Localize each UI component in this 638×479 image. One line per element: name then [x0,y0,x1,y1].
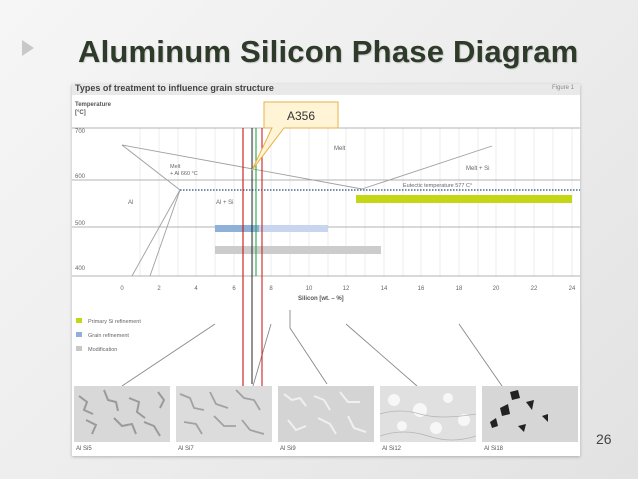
y-axis-title: Temperature [75,102,112,108]
eutectic-label: Eutectic temperature 577 C° [403,183,472,189]
region-melt: Melt [334,146,346,152]
legend-swatch-modification [76,346,82,351]
y-axis-unit: [°C] [75,110,86,116]
grain-refinement-bar-light [259,225,328,232]
micrograph-al-si18 [482,386,578,442]
legend-label-primary-si: Primary Si refinement [88,319,141,325]
micrograph-al-si7-texture [176,386,272,442]
x-tick-24: 24 [569,286,576,292]
slide-decoration-arrow [22,40,34,56]
figure-title: Types of treatment to influence grain st… [75,84,274,93]
region-melt-si: Melt + Si [466,166,490,172]
legend-swatch-primary-si [76,318,82,323]
legend-label-modification: Modification [88,347,117,353]
x-tick-16: 16 [418,286,425,292]
x-tick-20: 20 [493,286,500,292]
primary-si-refinement-bar [356,195,572,203]
micrograph-label-al-si12: Al Si12 [382,446,402,452]
y-tick-600: 600 [75,174,86,180]
y-tick-700: 700 [75,129,86,135]
micrograph-al-si7 [176,386,272,442]
x-tick-6: 6 [232,286,236,292]
a356-callout-label: A356 [287,109,315,123]
micrograph-label-al-si7: Al Si7 [178,446,194,452]
figure-header: Types of treatment to influence grain st… [72,84,580,95]
y-tick-500: 500 [75,221,86,227]
micrograph-al-si12-texture [380,386,476,442]
micrograph-connectors [121,310,503,387]
micrograph-al-si18-texture [482,386,578,442]
y-tick-400: 400 [75,266,86,272]
region-al-si: Al + Si [216,200,234,206]
region-melt-al: Melt [170,164,181,170]
x-tick-2: 2 [157,286,161,292]
micrograph-al-si5-texture [74,386,170,442]
legend-label-grain-refinement: Grain refinement [88,333,129,339]
a356-callout-shape [251,101,339,171]
modification-bar [215,246,381,254]
micrograph-al-si5 [74,386,170,442]
x-ticks: 0 2 4 6 8 10 12 14 16 18 20 22 24 [120,286,576,292]
phase-diagram-svg: Temperature [°C] 700 600 500 4 [72,101,580,387]
phase-diagram-figure: Types of treatment to influence grain st… [72,84,580,456]
slide-title: Aluminum Silicon Phase Diagram [78,34,579,69]
micrograph-al-si12 [380,386,476,442]
x-tick-8: 8 [269,286,273,292]
x-tick-10: 10 [306,286,313,292]
x-tick-18: 18 [456,286,463,292]
legend-swatch-grain-refinement [76,332,82,337]
micrograph-label-al-si5: Al Si5 [76,446,92,452]
x-axis-title: Silicon [wt. – %] [298,296,344,302]
micrograph-al-si9-texture [278,386,374,442]
x-tick-0: 0 [120,286,124,292]
x-tick-14: 14 [381,286,388,292]
micrograph-label-al-si18: Al Si18 [484,446,504,452]
x-tick-4: 4 [194,286,198,292]
grain-refinement-bar-dark [215,225,259,232]
x-tick-22: 22 [531,286,538,292]
micrograph-al-si9 [278,386,374,442]
figure-label: Figure 1 [551,85,574,91]
page-number: 26 [596,431,612,447]
region-melt-al-line2: + Al 660 °C [170,171,198,177]
micrograph-label-al-si9: Al Si9 [280,446,296,452]
x-tick-12: 12 [343,286,350,292]
region-al: Al [128,200,133,206]
phase-boundaries [121,144,493,277]
